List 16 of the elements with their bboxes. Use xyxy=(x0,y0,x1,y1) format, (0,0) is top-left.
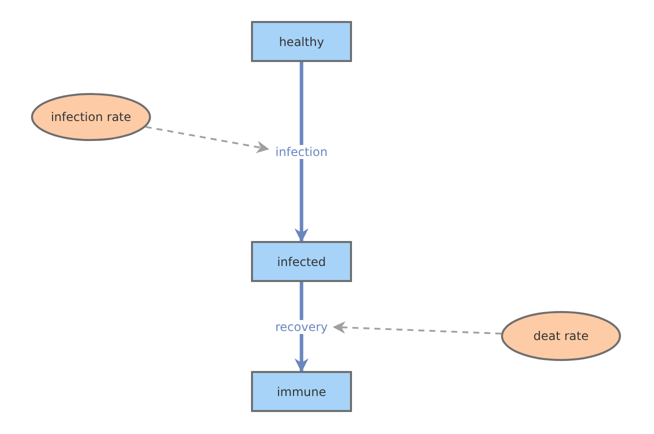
node-label: infected xyxy=(277,254,326,268)
edge-label: infection xyxy=(274,144,329,158)
node-label: deat rate xyxy=(533,329,589,343)
state-box xyxy=(251,21,352,62)
node-label: infection rate xyxy=(50,110,132,124)
node-label: immune xyxy=(276,384,326,398)
rate-ellipse xyxy=(31,93,151,141)
dashed-arrow xyxy=(332,321,502,335)
dashed-arrow xyxy=(146,126,270,154)
arrow xyxy=(294,62,308,242)
state-box xyxy=(251,241,352,282)
node-label: healthy xyxy=(278,34,324,48)
edge-label: recovery xyxy=(274,320,329,334)
arrow xyxy=(294,282,308,372)
rate-ellipse xyxy=(501,311,621,361)
state-box xyxy=(251,371,352,412)
